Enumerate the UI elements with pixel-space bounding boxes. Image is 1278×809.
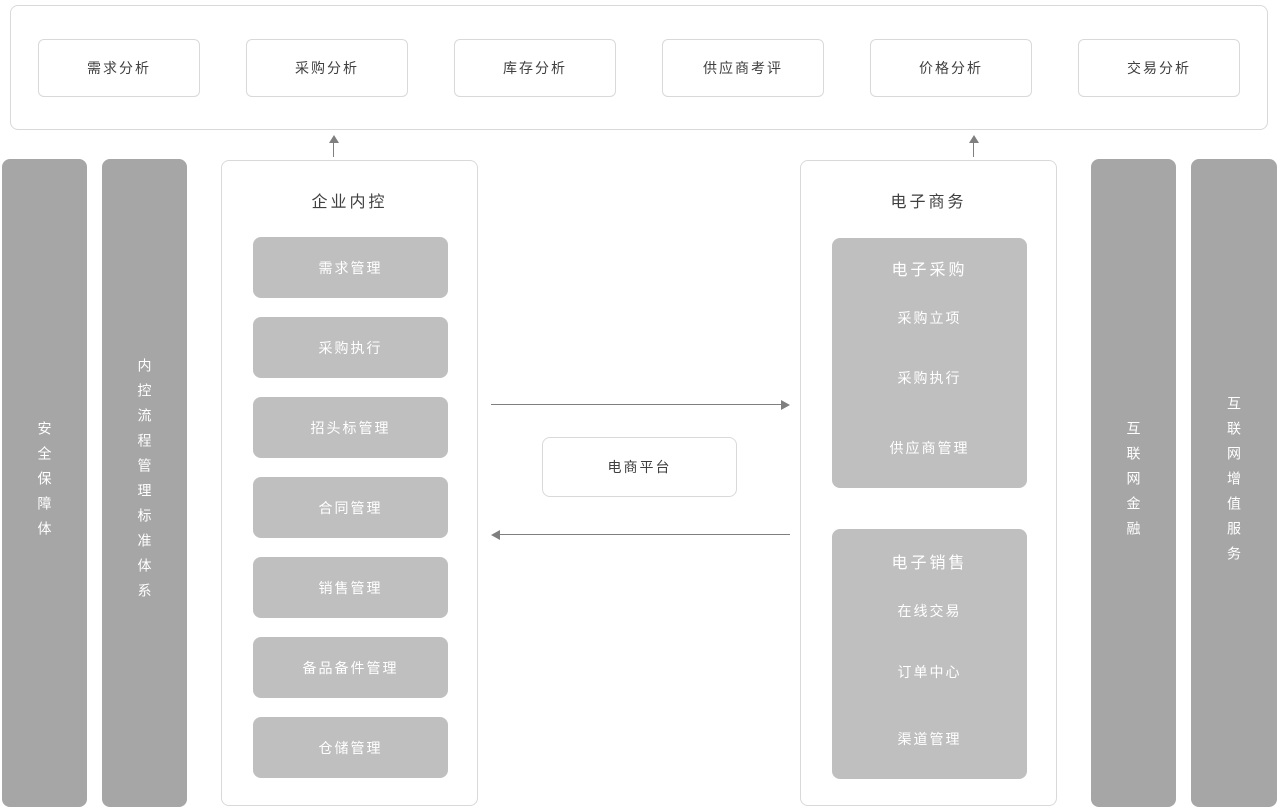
- module-label: 销售管理: [318, 579, 383, 596]
- group-item-channel-mgmt: 渠道管理: [897, 731, 962, 747]
- module-label: 需求管理: [318, 259, 383, 276]
- pillar-control-standards-label: 内控流程管理标准体系: [136, 358, 153, 608]
- pillar-internet-finance-label: 互联网金融: [1125, 420, 1142, 546]
- analysis-box-price: 价格分析: [870, 38, 1032, 97]
- module-contract-mgmt: 合同管理: [253, 477, 448, 538]
- e-sales-group: 电子销售 在线交易 订单中心 渠道管理: [832, 529, 1027, 779]
- analysis-box-procurement: 采购分析: [246, 38, 408, 97]
- module-label: 采购执行: [318, 339, 383, 356]
- module-procurement-exec: 采购执行: [253, 317, 448, 378]
- module-warehouse-mgmt: 仓储管理: [253, 717, 448, 778]
- e-sales-title: 电子销售: [891, 555, 968, 572]
- pillar-internet-vas-label: 互联网增值服务: [1226, 395, 1242, 571]
- analysis-box-label: 供应商考评: [703, 59, 783, 76]
- pillar-internet-vas: 互联网增值服务: [1191, 159, 1277, 807]
- group-item-supplier-mgmt: 供应商管理: [889, 440, 970, 456]
- e-procurement-group: 电子采购 采购立项 采购执行 供应商管理: [832, 238, 1027, 488]
- internal-control-panel: 企业内控 需求管理 采购执行 招头标管理 合同管理 销售管理 备品备件管理 仓储…: [221, 160, 478, 806]
- analysis-box-label: 交易分析: [1127, 59, 1191, 76]
- analysis-box-supplier-review: 供应商考评: [662, 38, 824, 97]
- pillar-security: 安全保障体: [2, 159, 87, 807]
- ecommerce-platform-label: 电商平台: [607, 459, 672, 475]
- group-item-procurement-initiation: 采购立项: [897, 310, 962, 326]
- pillar-security-label: 安全保障体: [36, 420, 53, 546]
- module-label: 招头标管理: [310, 419, 391, 436]
- analysis-box-demand: 需求分析: [38, 38, 200, 97]
- module-label: 备品备件管理: [302, 659, 399, 676]
- analysis-box-inventory: 库存分析: [454, 38, 616, 97]
- ecommerce-platform-box: 电商平台: [542, 437, 737, 497]
- module-label: 仓储管理: [318, 739, 383, 756]
- analysis-box-label: 库存分析: [503, 59, 567, 76]
- arrow-up-left-icon: [329, 135, 339, 157]
- pillar-control-standards: 内控流程管理标准体系: [102, 159, 187, 807]
- ecommerce-panel: 电子商务 电子采购 采购立项 采购执行 供应商管理 电子销售 在线交易 订单中心…: [800, 160, 1057, 806]
- analysis-box-label: 需求分析: [87, 59, 151, 76]
- analysis-box-transaction: 交易分析: [1078, 38, 1240, 97]
- module-demand-mgmt: 需求管理: [253, 237, 448, 298]
- arrow-up-right-icon: [969, 135, 979, 157]
- internal-control-title: 企业内控: [311, 194, 388, 211]
- arrow-right-icon: [491, 400, 790, 410]
- group-item-order-center: 订单中心: [897, 664, 962, 680]
- module-spare-parts-mgmt: 备品备件管理: [253, 637, 448, 698]
- analysis-box-label: 价格分析: [919, 59, 983, 76]
- module-label: 合同管理: [318, 499, 383, 516]
- e-procurement-title: 电子采购: [891, 262, 968, 279]
- analysis-box-label: 采购分析: [295, 59, 359, 76]
- group-item-procurement-exec: 采购执行: [897, 370, 962, 386]
- module-bidding-mgmt: 招头标管理: [253, 397, 448, 458]
- group-item-online-trading: 在线交易: [897, 603, 962, 619]
- ecommerce-title: 电子商务: [890, 194, 967, 211]
- arrow-left-icon: [491, 530, 790, 540]
- module-sales-mgmt: 销售管理: [253, 557, 448, 618]
- analysis-layer-panel: 需求分析 采购分析 库存分析 供应商考评 价格分析 交易分析: [10, 5, 1268, 130]
- pillar-internet-finance: 互联网金融: [1091, 159, 1176, 807]
